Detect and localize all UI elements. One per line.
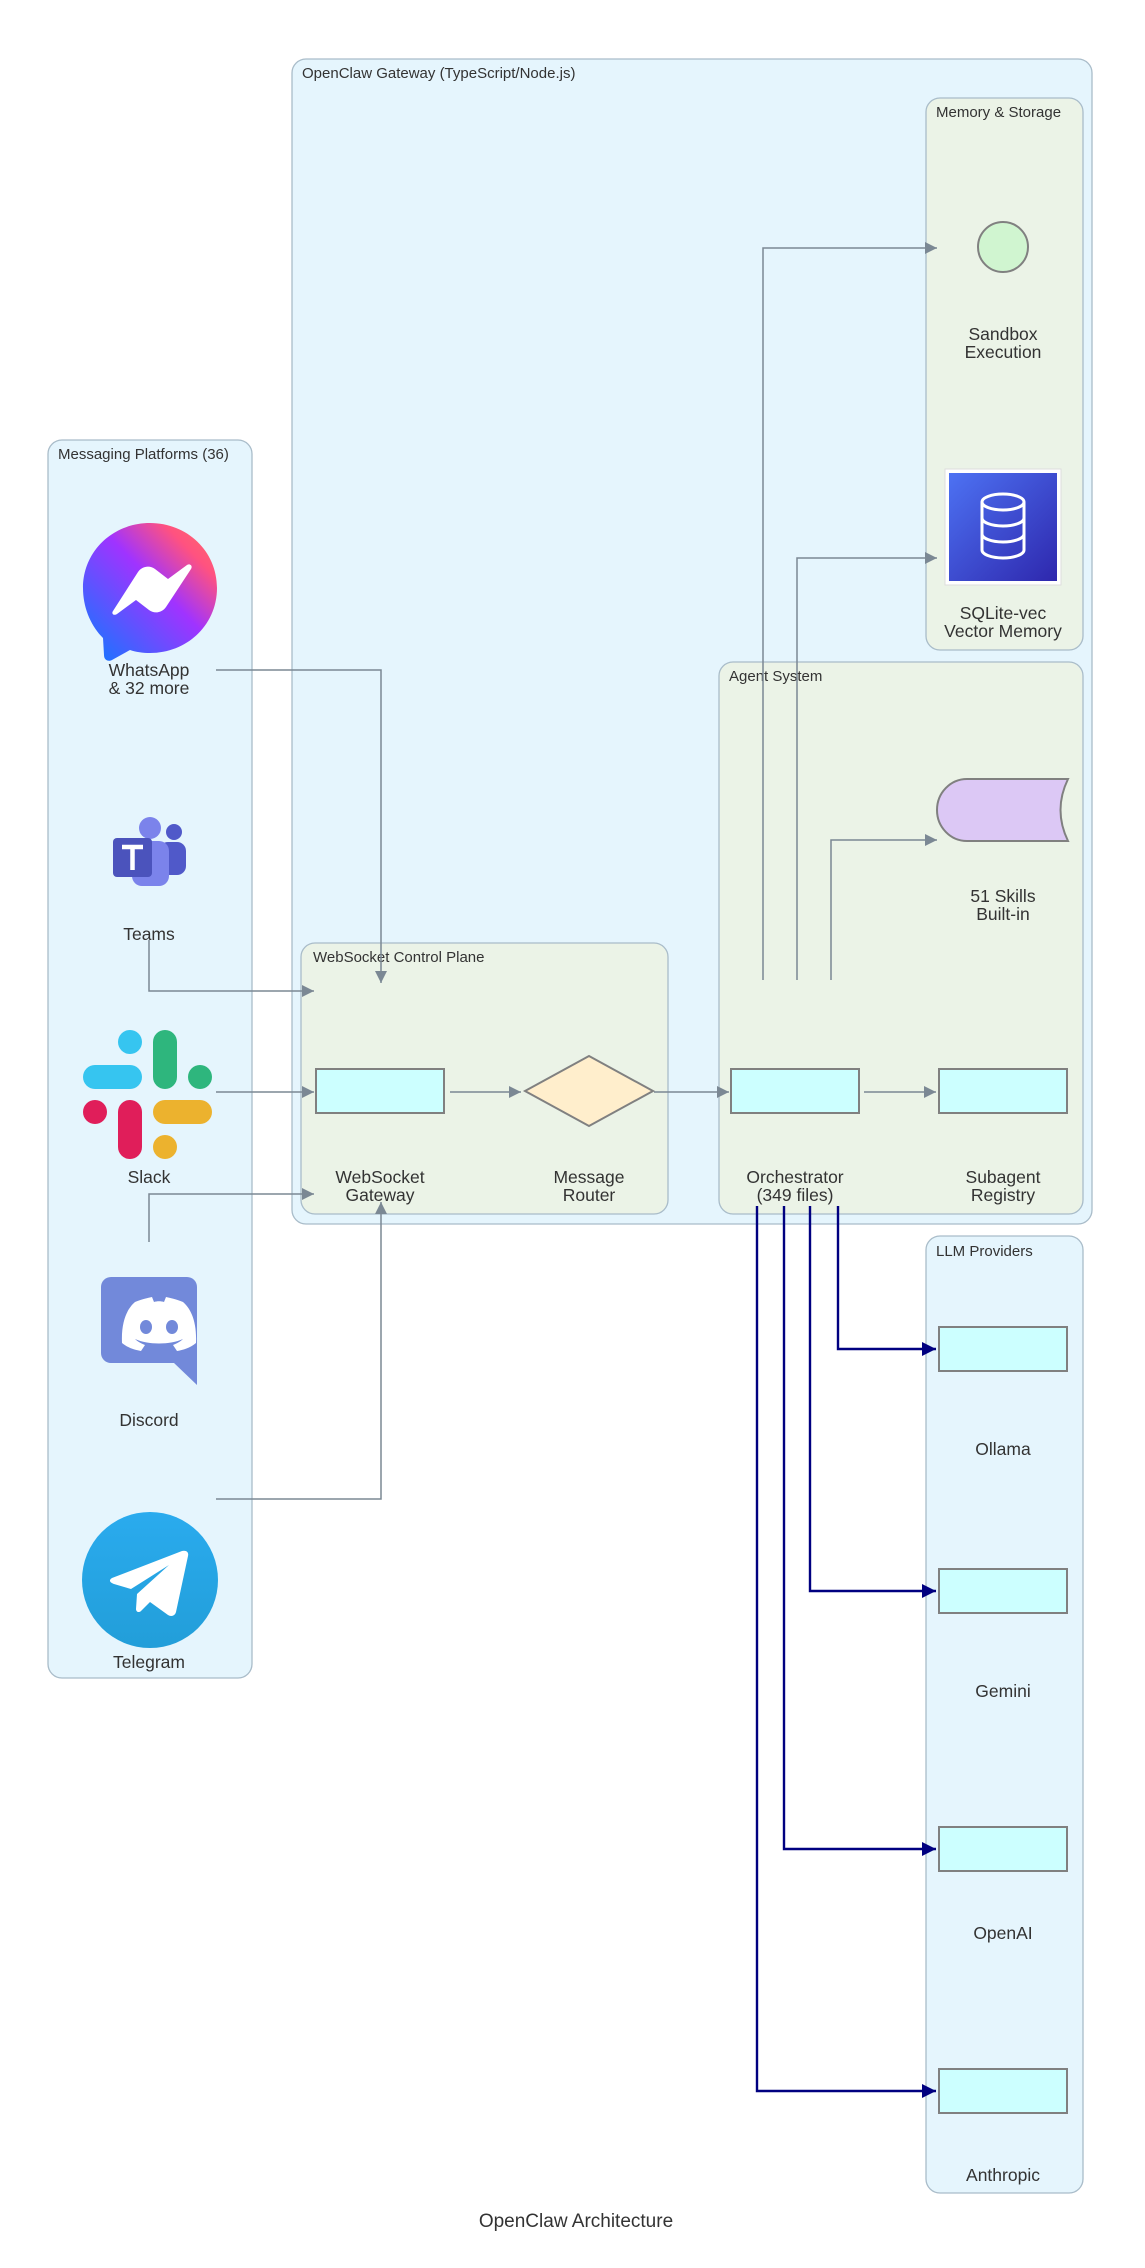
cluster-llm: LLM Providers — [925, 1235, 1084, 2194]
node-router-label-2: Router — [563, 1185, 616, 1205]
node-sandbox-label-2: Execution — [965, 342, 1042, 362]
gray-edges — [148, 242, 937, 1500]
edge-orchestrator-gemini — [808, 1206, 936, 1598]
node-subagent[interactable]: Subagent Registry — [938, 1068, 1068, 1205]
node-whatsapp[interactable]: WhatsApp & 32 more — [83, 523, 217, 698]
cluster-gateway-label: OpenClaw Gateway (TypeScript/Node.js) — [302, 65, 575, 82]
database-icon — [980, 492, 1026, 560]
cluster-llm-label: LLM Providers — [936, 1243, 1033, 1260]
node-subagent-label-1: Subagent — [966, 1167, 1041, 1187]
telegram-icon — [82, 1512, 218, 1648]
teams-icon — [113, 817, 186, 886]
cluster-websocket-label: WebSocket Control Plane — [313, 949, 484, 966]
node-skills-label-1: 51 Skills — [970, 886, 1035, 906]
node-orchestrator-label-1: Orchestrator — [746, 1167, 843, 1187]
diagram-title: OpenClaw Architecture — [479, 2211, 673, 2232]
node-ws-gateway-label-1: WebSocket — [335, 1167, 424, 1187]
node-anthropic[interactable]: Anthropic — [938, 2068, 1068, 2185]
edge-orchestrator-sandbox — [762, 242, 937, 980]
edge-teams-gateway — [148, 940, 314, 997]
edge-orchestrator-openai — [782, 1206, 936, 1856]
edge-orchestrator-anthropic — [755, 1206, 936, 2098]
cluster-agent: Agent System — [718, 661, 1084, 1215]
node-teams-label: Teams — [123, 924, 175, 944]
edge-orchestrator-sqlite — [796, 552, 937, 980]
node-skills[interactable]: 51 Skills Built-in — [936, 778, 1070, 924]
node-telegram-label: Telegram — [113, 1652, 185, 1672]
edge-discord-gateway — [148, 1188, 314, 1242]
node-openai-label: OpenAI — [973, 1923, 1032, 1943]
node-sqlite-label-2: Vector Memory — [944, 621, 1062, 641]
cluster-memory-label: Memory & Storage — [936, 104, 1061, 121]
node-ws-gateway-label-2: Gateway — [345, 1185, 414, 1205]
node-discord[interactable]: Discord — [101, 1277, 197, 1430]
node-openai[interactable]: OpenAI — [938, 1826, 1068, 1943]
node-teams[interactable]: Teams — [113, 817, 186, 944]
cluster-messaging: Messaging Platforms (36) — [47, 439, 253, 1679]
node-telegram[interactable]: Telegram — [82, 1512, 218, 1672]
node-subagent-label-2: Registry — [971, 1185, 1035, 1205]
messenger-icon — [83, 523, 217, 661]
cluster-messaging-label: Messaging Platforms (36) — [58, 446, 229, 463]
edge-orchestrator-skills — [830, 834, 937, 980]
node-sqlite-label-1: SQLite-vec — [960, 603, 1047, 623]
node-router[interactable]: Message Router — [522, 1054, 656, 1205]
node-slack[interactable]: Slack — [83, 1030, 212, 1187]
node-sqlite[interactable]: SQLite-vec Vector Memory — [944, 468, 1062, 641]
node-ollama-label: Ollama — [975, 1439, 1031, 1459]
edge-telegram-gateway — [216, 1202, 387, 1500]
navy-edges — [755, 1206, 936, 2098]
node-anthropic-label: Anthropic — [966, 2165, 1040, 2185]
node-orchestrator[interactable]: Orchestrator (349 files) — [730, 1068, 860, 1205]
node-whatsapp-label-1: WhatsApp — [109, 660, 190, 680]
slack-icon — [83, 1030, 212, 1159]
node-gemini-label: Gemini — [975, 1681, 1030, 1701]
discord-icon — [101, 1277, 197, 1385]
node-orchestrator-label-2: (349 files) — [757, 1185, 834, 1205]
node-router-label-1: Message — [553, 1167, 624, 1187]
node-ollama[interactable]: Ollama — [938, 1326, 1068, 1459]
node-ws-gateway[interactable]: WebSocket Gateway — [315, 1068, 445, 1205]
node-whatsapp-label-2: & 32 more — [109, 678, 190, 698]
node-discord-label: Discord — [119, 1410, 178, 1430]
node-sandbox-label-1: Sandbox — [968, 324, 1037, 344]
cluster-agent-label: Agent System — [729, 668, 822, 685]
node-gemini[interactable]: Gemini — [938, 1568, 1068, 1701]
edge-whatsapp-gateway — [216, 669, 387, 983]
edge-orchestrator-ollama — [836, 1206, 936, 1356]
node-skills-label-2: Built-in — [976, 904, 1030, 924]
node-slack-label: Slack — [128, 1167, 171, 1187]
node-sandbox[interactable]: Sandbox Execution — [965, 221, 1042, 362]
cluster-websocket: WebSocket Control Plane — [300, 942, 669, 1215]
